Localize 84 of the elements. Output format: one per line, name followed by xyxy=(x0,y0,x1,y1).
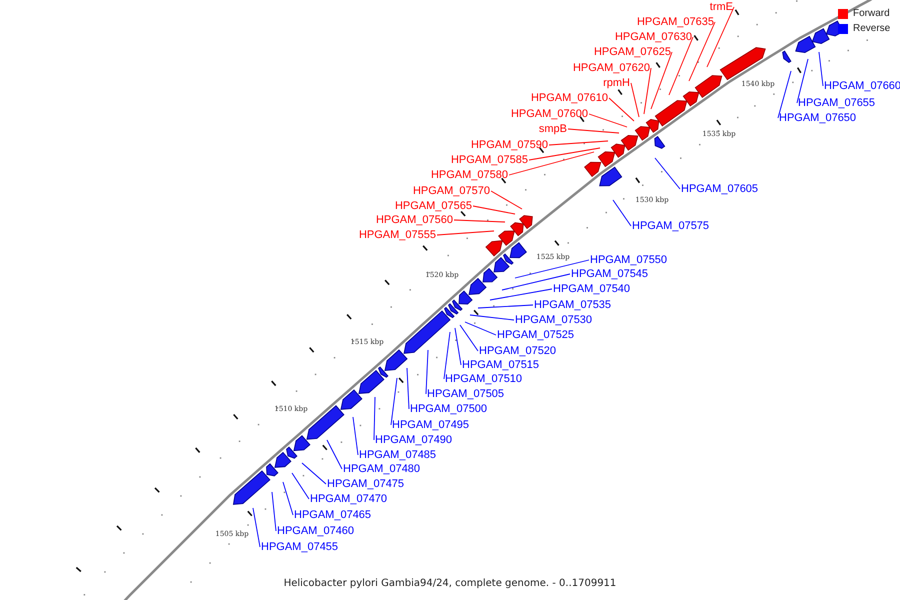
gene-label: HPGAM_07475 xyxy=(327,477,404,491)
gene-label: HPGAM_07610 xyxy=(530,91,608,105)
leader-line xyxy=(454,328,462,366)
leader-line xyxy=(608,98,634,122)
gene-label: HPGAM_07505 xyxy=(427,387,504,401)
leader-line xyxy=(444,332,450,380)
leader-line xyxy=(460,324,478,352)
gene-label: HPGAM_07495 xyxy=(392,418,470,432)
gene-label: HPGAM_07600 xyxy=(510,107,588,121)
leader-line xyxy=(390,378,398,426)
leader-line xyxy=(470,314,514,320)
leader-line xyxy=(612,200,632,226)
gene-label: HPGAM_07515 xyxy=(462,358,540,372)
gene-label: HPGAM_07575 xyxy=(632,219,710,233)
leader-line xyxy=(818,52,824,86)
gene-label: HPGAM_07470 xyxy=(310,492,388,506)
caption: Helicobacter pylori Gambia94/24, complete genome. - 0..1709911 xyxy=(282,578,618,590)
leader-line xyxy=(436,230,494,236)
leader-line xyxy=(478,304,534,308)
legend-label: Forward xyxy=(853,8,890,20)
leader-line xyxy=(464,322,496,336)
gene-label: HPGAM_07590 xyxy=(470,138,548,152)
leader-line xyxy=(548,140,608,146)
leader-line xyxy=(502,274,570,290)
leader-line xyxy=(282,482,294,516)
leader-line xyxy=(796,58,808,104)
gene-label: smpB xyxy=(538,122,567,136)
leader-line xyxy=(706,6,734,68)
gene-label: HPGAM_07545 xyxy=(571,267,648,281)
gene-label: HPGAM_07535 xyxy=(534,298,612,312)
leader-line xyxy=(454,220,506,222)
gene-label: HPGAM_07520 xyxy=(479,344,556,358)
leader-line xyxy=(668,36,694,96)
gene-label: HPGAM_07465 xyxy=(294,508,372,522)
gene-label: HPGAM_07620 xyxy=(572,61,650,75)
gene-label: HPGAM_07560 xyxy=(376,213,453,227)
leader-line xyxy=(508,152,594,176)
gene-label: HPGAM_07555 xyxy=(358,228,436,242)
legend-label: Reverse xyxy=(853,23,890,35)
leader-line xyxy=(778,70,792,118)
gene-label: HPGAM_07605 xyxy=(681,182,758,196)
gene-label: HPGAM_07630 xyxy=(614,30,692,44)
leader-line xyxy=(352,416,358,456)
leader-line xyxy=(302,462,326,484)
leader-line xyxy=(326,440,342,470)
gene-label: HPGAM_07485 xyxy=(359,448,436,462)
gene-label: HPGAM_07500 xyxy=(410,402,488,416)
gene-label: HPGAM_07550 xyxy=(590,253,668,267)
gene-label: HPGAM_07655 xyxy=(798,96,876,110)
gene-label: HPGAM_07650 xyxy=(779,111,856,125)
leader-line xyxy=(490,190,522,210)
leader-line xyxy=(272,492,276,532)
gene-label: HPGAM_07525 xyxy=(497,328,574,342)
leader-line xyxy=(292,472,310,500)
gene-label: HPGAM_07540 xyxy=(553,282,630,296)
gene-label: HPGAM_07570 xyxy=(412,184,490,198)
leader-line xyxy=(472,206,516,214)
gene-label: HPGAM_07635 xyxy=(636,15,714,29)
leader-line xyxy=(650,52,672,110)
leader-line xyxy=(644,68,652,114)
leader-line xyxy=(630,82,640,118)
gene-label: HPGAM_07480 xyxy=(343,462,420,476)
gene-label: HPGAM_07565 xyxy=(394,199,472,213)
leader-line xyxy=(426,350,428,394)
leader-line xyxy=(528,148,600,160)
gene-label: HPGAM_07490 xyxy=(375,433,452,447)
leader-line xyxy=(588,114,628,128)
gene-label: HPGAM_07460 xyxy=(277,524,354,538)
leader-line xyxy=(514,260,590,278)
leader-line xyxy=(568,128,620,134)
gene-label: rpmH xyxy=(603,76,630,90)
gene-label: HPGAM_07510 xyxy=(445,372,522,386)
leader-line xyxy=(490,288,552,300)
gene-label: HPGAM_07530 xyxy=(515,313,592,327)
leader-line xyxy=(374,396,376,440)
gene-label: trmE xyxy=(710,0,733,14)
leader-line xyxy=(252,508,260,548)
leader-line xyxy=(688,22,716,82)
gene-label: HPGAM_07580 xyxy=(430,168,508,182)
gene-label: HPGAM_07585 xyxy=(450,153,528,167)
leader-line xyxy=(654,158,680,190)
gene-label: HPGAM_07625 xyxy=(594,45,671,59)
gene-label: HPGAM_07455 xyxy=(261,540,338,554)
leader-line xyxy=(406,368,410,410)
